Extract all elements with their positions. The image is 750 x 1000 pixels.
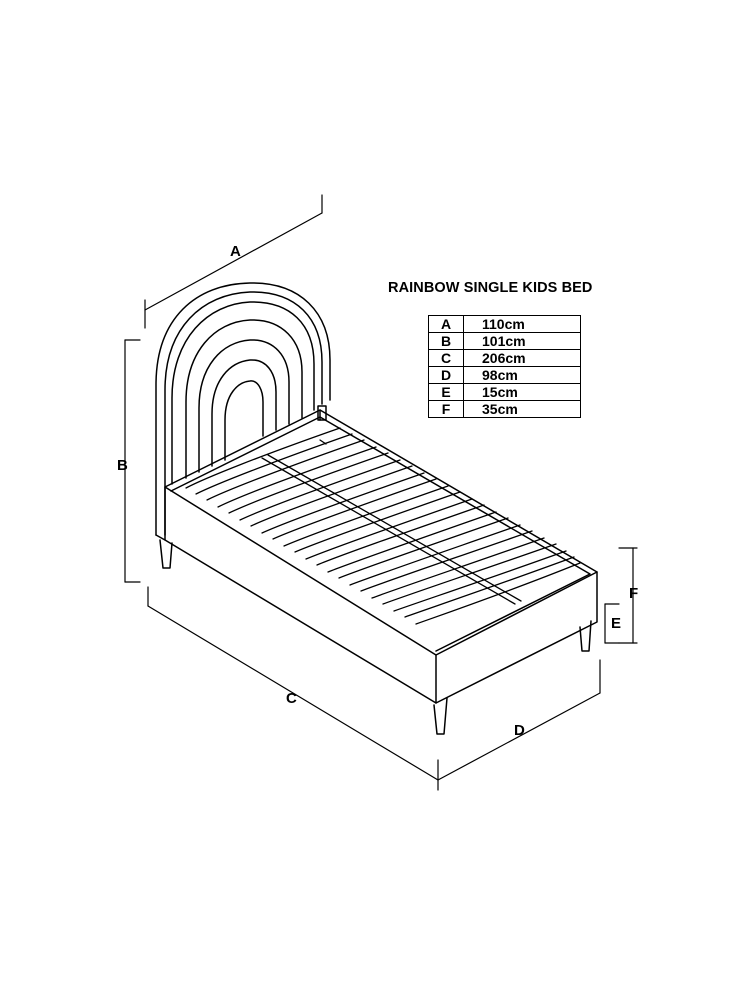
dimension-value: 206cm — [463, 349, 581, 367]
dimension-value: 110cm — [463, 315, 581, 333]
table-row: F 35cm — [428, 400, 581, 418]
table-row: A 110cm — [428, 315, 581, 333]
dimensions-table: A 110cm B 101cm C 206cm D 98cm E 15cm F … — [428, 315, 581, 418]
dimension-key: F — [428, 400, 464, 418]
dimension-line-b — [124, 339, 141, 583]
callout-f: F — [629, 585, 638, 602]
dimension-value: 101cm — [463, 332, 581, 350]
dimension-value: 15cm — [463, 383, 581, 401]
product-title: RAINBOW SINGLE KIDS BED — [388, 280, 593, 296]
dimension-line-e — [604, 603, 620, 644]
dimension-key: E — [428, 383, 464, 401]
dimension-key: B — [428, 332, 464, 350]
callout-e: E — [611, 615, 621, 632]
dimension-key: C — [428, 349, 464, 367]
table-row: E 15cm — [428, 383, 581, 401]
dimension-value: 98cm — [463, 366, 581, 384]
dimension-line-c — [147, 586, 439, 791]
dimension-key: A — [428, 315, 464, 333]
dimension-line-f — [618, 547, 638, 644]
headboard — [155, 282, 331, 541]
dimension-key: D — [428, 366, 464, 384]
callout-c: C — [286, 690, 297, 707]
table-row: C 206cm — [428, 349, 581, 367]
dimension-value: 35cm — [463, 400, 581, 418]
bed-frame — [164, 405, 598, 704]
table-row: D 98cm — [428, 366, 581, 384]
callout-a: A — [230, 243, 241, 260]
callout-d: D — [514, 722, 525, 739]
callout-b: B — [117, 457, 128, 474]
dimension-line-d — [437, 659, 601, 781]
dimension-line-a — [144, 194, 323, 329]
bed-legs — [159, 539, 592, 735]
bed-slats — [185, 427, 581, 625]
table-row: B 101cm — [428, 332, 581, 350]
